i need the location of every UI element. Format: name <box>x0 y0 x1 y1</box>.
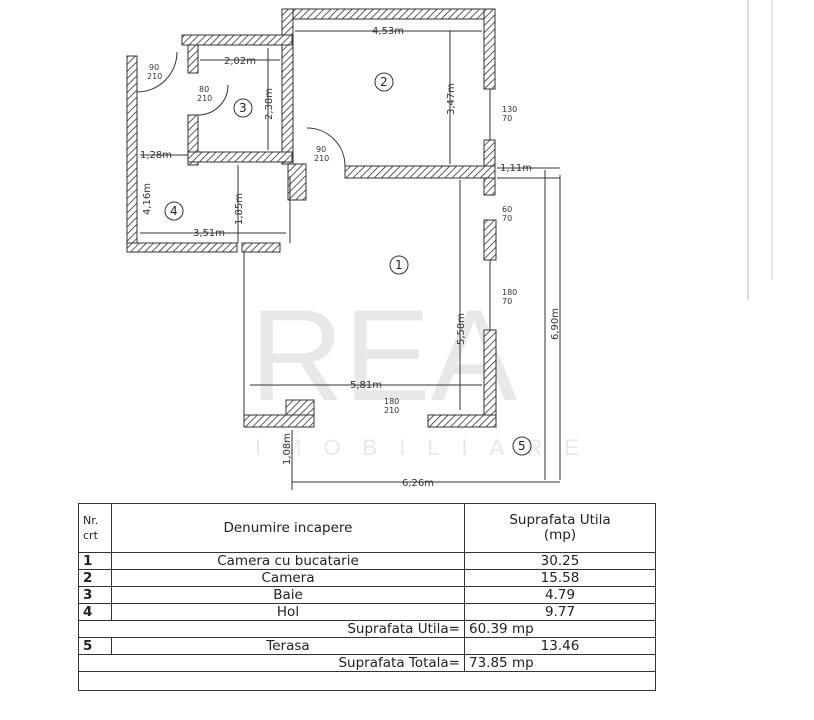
header-unit: (mp) <box>543 527 577 543</box>
svg-text:210: 210 <box>384 406 399 415</box>
room-marker-3 <box>233 98 253 118</box>
walls <box>126 8 497 428</box>
svg-text:2,38m: 2,38m <box>264 88 275 120</box>
row-nr: 3 <box>78 586 112 604</box>
svg-text:210: 210 <box>147 72 162 81</box>
svg-text:80: 80 <box>199 85 209 94</box>
total-value: 73.85 mp <box>464 654 656 672</box>
svg-text:70: 70 <box>502 297 512 306</box>
svg-text:5,81m: 5,81m <box>350 380 382 391</box>
svg-text:4,16m: 4,16m <box>142 183 153 215</box>
subtotal-value: 60.39 mp <box>464 620 656 638</box>
svg-text:180: 180 <box>384 397 399 406</box>
floor-plan: REA IMOBILIARE <box>126 0 773 490</box>
watermark-subtitle: IMOBILIARE <box>255 435 601 460</box>
row-nr: 5 <box>78 637 112 655</box>
room-number: 5 <box>518 439 526 453</box>
svg-text:1,08m: 1,08m <box>282 433 293 465</box>
svg-text:90: 90 <box>316 145 326 154</box>
svg-text:2,02m: 2,02m <box>224 56 256 67</box>
svg-text:4,53m: 4,53m <box>372 26 404 37</box>
row-area: 30.25 <box>464 552 656 570</box>
room-marker-1 <box>389 255 409 275</box>
svg-text:1,85m: 1,85m <box>234 193 245 225</box>
room-number: 2 <box>380 75 388 89</box>
svg-text:90: 90 <box>149 63 159 72</box>
row-area: 13.46 <box>464 637 656 655</box>
room-marker-2 <box>374 72 394 92</box>
row-name: Baie <box>111 586 465 604</box>
room-number: 4 <box>170 204 178 218</box>
area-table: Nr. crt Denumire incapere Suprafata Utila… <box>78 503 656 691</box>
svg-text:130: 130 <box>502 105 517 114</box>
blank-row <box>78 671 656 691</box>
room-number: 3 <box>239 101 247 115</box>
row-name: Hol <box>111 603 465 621</box>
row-area: 15.58 <box>464 569 656 587</box>
header-crt: crt <box>83 529 98 542</box>
room-marker-4 <box>164 201 184 221</box>
svg-text:6,26m: 6,26m <box>402 478 434 489</box>
header-name: Denumire incapere <box>111 503 465 553</box>
row-area: 9.77 <box>464 603 656 621</box>
svg-text:60: 60 <box>502 205 512 214</box>
total-label: Suprafata Totala= <box>78 654 465 672</box>
svg-text:180: 180 <box>502 288 517 297</box>
svg-text:210: 210 <box>314 154 329 163</box>
subtotal-label: Suprafata Utila= <box>78 620 465 638</box>
header-nr: Nr. <box>83 514 99 527</box>
table-header: Nr. crt Denumire incapere Suprafata Utila… <box>78 503 656 553</box>
row-nr: 1 <box>78 552 112 570</box>
total-row: Suprafata Totala=73.85 mp <box>78 654 656 672</box>
svg-text:1,11m: 1,11m <box>500 163 532 174</box>
svg-text:70: 70 <box>502 214 512 223</box>
svg-text:3,51m: 3,51m <box>193 228 225 239</box>
row-nr: 4 <box>78 603 112 621</box>
lines <box>136 30 561 490</box>
row-area: 4.79 <box>464 586 656 604</box>
svg-text:70: 70 <box>502 114 512 123</box>
row-name: Terasa <box>111 637 465 655</box>
svg-text:5,58m: 5,58m <box>456 313 467 345</box>
svg-text:1,28m: 1,28m <box>140 150 172 161</box>
opening-labels: 90 210 80 210 90 210 180 210 130 70 60 7… <box>147 63 517 415</box>
svg-text:3,47m: 3,47m <box>446 83 457 115</box>
subtotal-row: Suprafata Utila=60.39 mp <box>78 620 656 638</box>
row-nr: 2 <box>78 569 112 587</box>
room-number: 1 <box>395 258 403 272</box>
row-name: Camera cu bucatarie <box>111 552 465 570</box>
room-marker-5 <box>512 436 532 456</box>
svg-text:210: 210 <box>197 94 212 103</box>
svg-text:6,90m: 6,90m <box>550 308 561 340</box>
header-area: Suprafata Utila <box>509 512 611 528</box>
dimension-labels: 4,53m 2,02m 1,28m 3,51m 1,11m 5,81m 6,26… <box>140 26 561 489</box>
row-name: Camera <box>111 569 465 587</box>
